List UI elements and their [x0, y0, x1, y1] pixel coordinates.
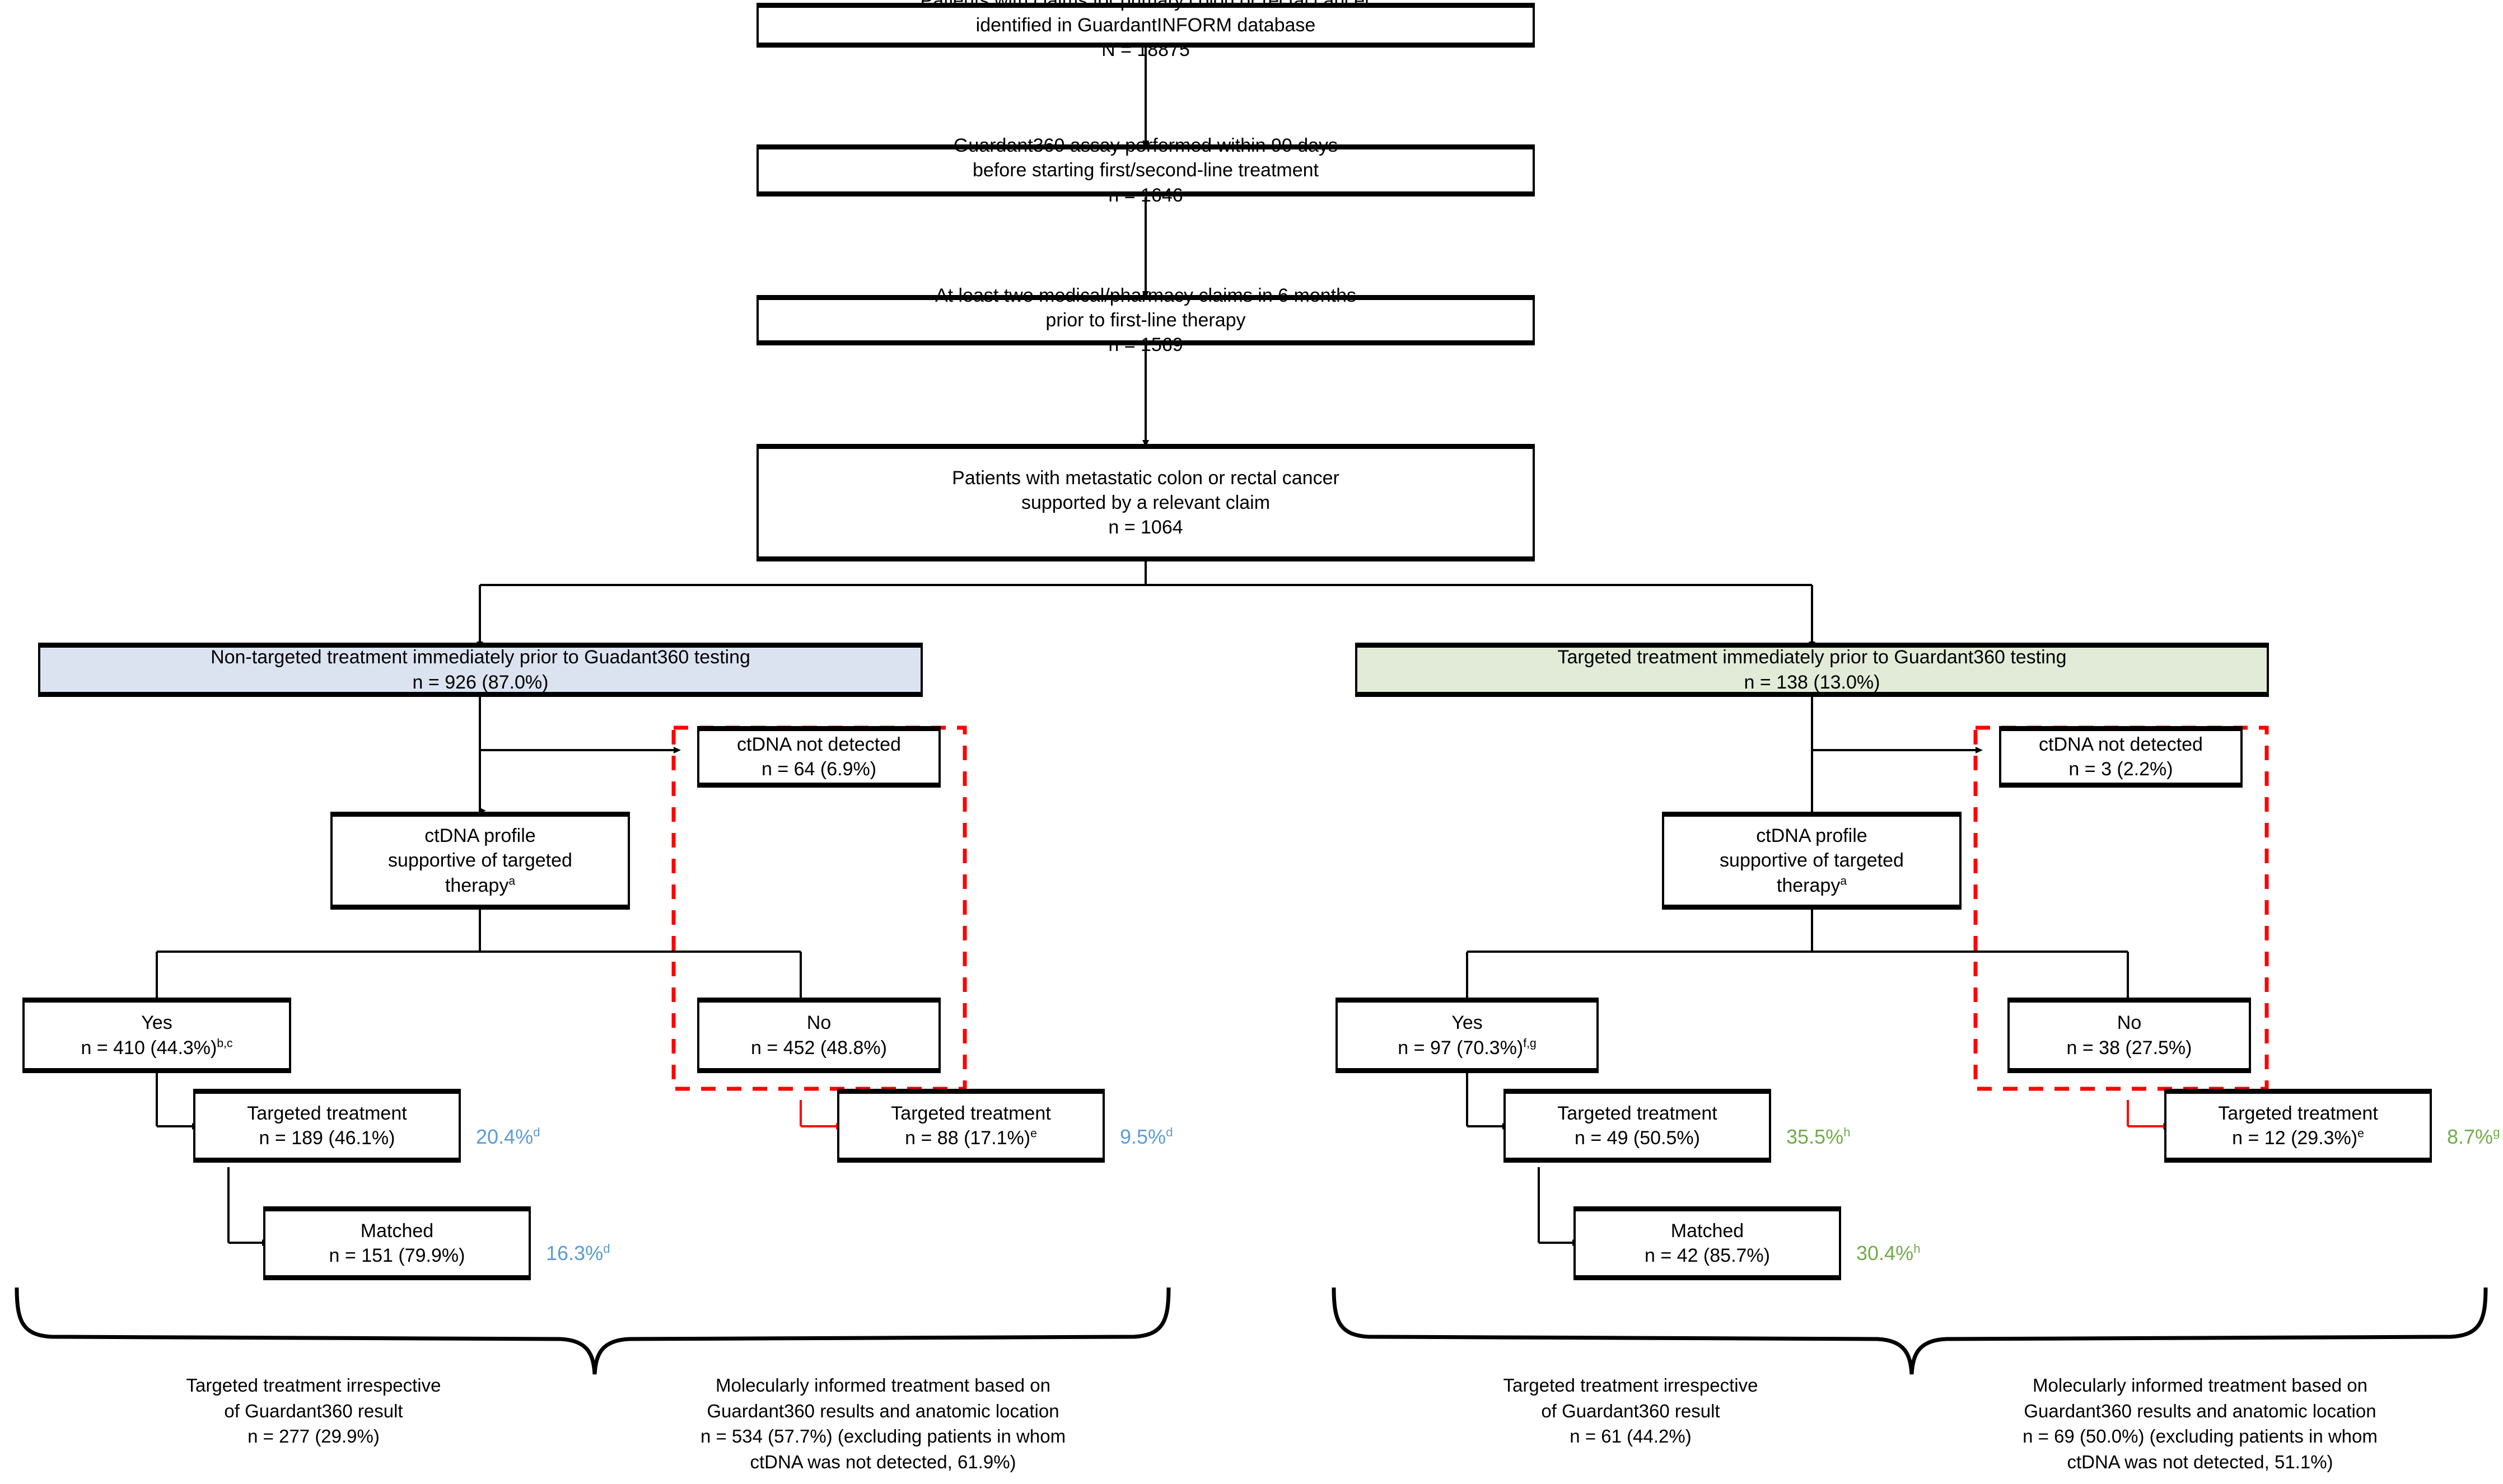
node-line: before starting first/second-line treatm… — [973, 160, 1319, 181]
node-right-yes: Yes n = 97 (70.3%)f,g — [1335, 998, 1599, 1073]
node-line: Targeted treatment — [1557, 1102, 1717, 1124]
node-line: n = 151 (79.9%) — [329, 1245, 465, 1266]
node-left-targeted-treatment-no: Targeted treatment n = 88 (17.1%)e — [837, 1089, 1105, 1163]
caption-line: n = 534 (57.7%) (excluding patients in w… — [700, 1426, 1066, 1447]
caption-line: Guardant360 results and anatomic locatio… — [2024, 1400, 2376, 1421]
node-line: At least two medical/pharmacy claims in … — [935, 284, 1357, 306]
node-line: ctDNA profile — [424, 825, 536, 847]
node-line: n = 138 (13.0%) — [1744, 671, 1880, 693]
node-line: therapya — [445, 874, 516, 896]
node-line: Yes — [1451, 1012, 1483, 1034]
caption-right-molecularly-informed: Molecularly informed treatment based on G… — [1912, 1373, 2488, 1474]
node-line: supportive of targeted — [388, 850, 572, 872]
brace — [15, 1287, 2488, 1375]
caption-line: n = 277 (29.9%) — [248, 1426, 380, 1447]
node-line: n = 38 (27.5%) — [2066, 1037, 2192, 1059]
node-line: Matched — [1670, 1220, 1744, 1242]
caption-line: Molecularly informed treatment based on — [716, 1375, 1050, 1396]
node-left-ctdna-not-detected: ctDNA not detected n = 64 (6.9%) — [697, 726, 941, 788]
caption-line: n = 69 (50.0%) (excluding patients in wh… — [2023, 1426, 2378, 1447]
node-line: n = 97 (70.3%)f,g — [1398, 1037, 1537, 1059]
node-line: supported by a relevant claim — [1021, 491, 1271, 513]
node-right-targeted-treatment-no: Targeted treatment n = 12 (29.3%)e — [2164, 1089, 2432, 1163]
node-line: identified in GuardantINFORM database — [975, 14, 1316, 36]
pct-left-matched: 16.3%d — [546, 1242, 610, 1265]
node-line: n = 64 (6.9%) — [761, 759, 877, 780]
node-line: Targeted treatment immediately prior to … — [1557, 647, 2067, 668]
node-right-ctdna-not-detected: ctDNA not detected n = 3 (2.2%) — [1999, 726, 2243, 788]
node-left-nontargeted-header: Non-targeted treatment immediately prior… — [38, 643, 923, 697]
node-line: therapya — [1776, 874, 1847, 896]
caption-line: Molecularly informed treatment based on — [2033, 1375, 2367, 1396]
node-right-matched: Matched n = 42 (85.7%) — [1573, 1206, 1841, 1280]
caption-line: Targeted treatment irrespective — [1503, 1375, 1758, 1396]
node-line: Targeted treatment — [2218, 1102, 2378, 1124]
node-line: supportive of targeted — [1720, 850, 1904, 872]
node-right-targeted-treatment-yes: Targeted treatment n = 49 (50.5%) — [1503, 1089, 1771, 1163]
caption-line: n = 61 (44.2%) — [1570, 1426, 1692, 1447]
caption-line: of Guardant360 result — [1541, 1400, 1720, 1421]
caption-left-molecularly-informed: Molecularly informed treatment based on G… — [595, 1373, 1171, 1474]
node-left-targeted-treatment-yes: Targeted treatment n = 189 (46.1%) — [193, 1089, 461, 1163]
pct-right-targeted-yes: 35.5%h — [1786, 1125, 1851, 1148]
node-line: Guardant360 assay performed within 90 da… — [953, 135, 1338, 157]
node-line: n = 3 (2.2%) — [2068, 759, 2173, 780]
caption-right-targeted-irrespective: Targeted treatment irrespective of Guarda… — [1384, 1373, 1877, 1449]
node-line: Patients with metastatic colon or rectal… — [952, 467, 1339, 489]
node-line: Yes — [141, 1012, 172, 1034]
node-line: n = 1569 — [1108, 334, 1183, 356]
node-line: ctDNA profile — [1756, 825, 1867, 847]
node-line: No — [806, 1012, 832, 1034]
node-line: n = 452 (48.8%) — [751, 1037, 887, 1059]
node-right-targeted-header: Targeted treatment immediately prior to … — [1355, 643, 2269, 697]
caption-line: Guardant360 results and anatomic locatio… — [707, 1400, 1059, 1421]
caption-line: Targeted treatment irrespective — [186, 1375, 441, 1396]
node-left-matched: Matched n = 151 (79.9%) — [263, 1206, 531, 1280]
node-two-claims-six-months: At least two medical/pharmacy claims in … — [756, 285, 1535, 355]
node-line: n = 926 (87.0%) — [412, 671, 549, 693]
node-line: Matched — [360, 1220, 434, 1242]
node-metastatic-supported-claim: Patients with metastatic colon or rectal… — [756, 444, 1535, 561]
node-left-yes: Yes n = 410 (44.3%)b,c — [22, 998, 291, 1073]
node-line: prior to first-line therapy — [1045, 309, 1246, 331]
node-line: n = 49 (50.5%) — [1575, 1127, 1700, 1149]
node-line: N = 18875 — [1101, 39, 1190, 61]
node-line: n = 410 (44.3%)b,c — [81, 1037, 233, 1059]
pct-left-targeted-yes: 20.4%d — [476, 1125, 540, 1148]
pct-right-targeted-no: 8.7%g — [2447, 1125, 2500, 1148]
node-line: n = 42 (85.7%) — [1645, 1245, 1770, 1266]
node-primary-cancer-claims: Patients with claims for primary colon o… — [756, 0, 1535, 60]
node-line: Patients with claims for primary colon o… — [920, 0, 1371, 11]
caption-line: ctDNA was not detected, 61.9%) — [750, 1451, 1016, 1472]
node-right-no: No n = 38 (27.5%) — [2007, 998, 2251, 1073]
node-line: ctDNA not detected — [2039, 733, 2203, 755]
caption-line: ctDNA was not detected, 51.1%) — [2067, 1451, 2333, 1472]
node-line: ctDNA not detected — [737, 733, 901, 755]
node-line: n = 1646 — [1108, 184, 1183, 206]
pct-left-targeted-no: 9.5%d — [1120, 1125, 1173, 1148]
node-line: n = 189 (46.1%) — [259, 1127, 395, 1149]
highlight-region — [671, 725, 2269, 1091]
caption-line: of Guardant360 result — [224, 1400, 403, 1421]
caption-left-targeted-irrespective: Targeted treatment irrespective of Guarda… — [67, 1373, 560, 1449]
node-line: n = 88 (17.1%)e — [905, 1127, 1037, 1149]
node-line: n = 12 (29.3%)e — [2232, 1127, 2364, 1149]
node-line: No — [2117, 1012, 2142, 1034]
node-line: Targeted treatment — [247, 1102, 407, 1124]
node-line: Targeted treatment — [891, 1102, 1051, 1124]
node-line: Non-targeted treatment immediately prior… — [211, 647, 750, 668]
node-line: n = 1064 — [1108, 517, 1183, 539]
node-guardant360-assay-window: Guardant360 assay performed within 90 da… — [756, 135, 1535, 206]
node-left-no: No n = 452 (48.8%) — [697, 998, 941, 1073]
pct-right-matched: 30.4%h — [1856, 1242, 1921, 1265]
